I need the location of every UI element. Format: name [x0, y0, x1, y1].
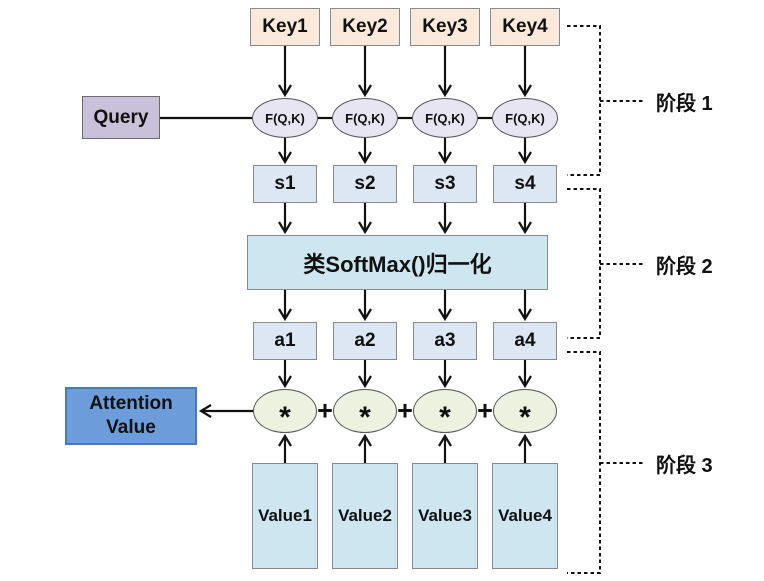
- arrows-value-to-multiply: [278, 433, 532, 463]
- key1-box: Key1: [250, 8, 320, 46]
- multiply-symbol: *: [359, 401, 371, 434]
- key2-box: Key2: [330, 8, 400, 46]
- a3-box: a3: [413, 322, 477, 360]
- stage-brackets: [567, 25, 645, 574]
- arrows-a-to-multiply: [278, 360, 532, 389]
- key4-box: Key4: [490, 8, 560, 46]
- multiply4-ellipse: *: [493, 389, 557, 434]
- plus-symbol-2: +: [397, 395, 413, 426]
- value2-box: Value2: [332, 463, 398, 569]
- multiply-symbol: *: [519, 401, 531, 434]
- multiply1-ellipse: *: [253, 389, 317, 434]
- s2-box: s2: [333, 165, 397, 203]
- multiply2-ellipse: *: [333, 389, 397, 434]
- value4-box: Value4: [492, 463, 558, 569]
- plus-symbol-3: +: [477, 395, 493, 426]
- arrows-softmax-to-a: [278, 290, 532, 322]
- stage1-label: 阶段 1: [656, 92, 713, 115]
- value1-box: Value1: [252, 463, 318, 569]
- multiply-symbol: *: [279, 401, 291, 434]
- stage3-label: 阶段 3: [656, 454, 713, 477]
- multiply-symbol: *: [439, 401, 451, 434]
- arrows-fqk-to-s: [278, 138, 532, 165]
- stage2-label: 阶段 2: [656, 255, 713, 278]
- plus-symbol-1: +: [317, 395, 333, 426]
- fqk4-ellipse: F(Q,K): [492, 98, 558, 138]
- fqk3-ellipse: F(Q,K): [412, 98, 478, 138]
- fqk1-ellipse: F(Q,K): [252, 98, 318, 138]
- multiply3-ellipse: *: [413, 389, 477, 434]
- fqk2-ellipse: F(Q,K): [332, 98, 398, 138]
- a4-box: a4: [493, 322, 557, 360]
- attention-value-box: Attention Value: [65, 387, 197, 445]
- a2-box: a2: [333, 322, 397, 360]
- s3-box: s3: [413, 165, 477, 203]
- key3-box: Key3: [410, 8, 480, 46]
- arrows-key-to-fqk: [278, 46, 532, 98]
- value3-box: Value3: [412, 463, 478, 569]
- arrows-s-to-softmax: [278, 203, 532, 235]
- softmax-box: 类SoftMax()归一化: [247, 235, 548, 290]
- a1-box: a1: [253, 322, 317, 360]
- s1-box: s1: [253, 165, 317, 203]
- s4-box: s4: [493, 165, 557, 203]
- query-box: Query: [82, 96, 160, 139]
